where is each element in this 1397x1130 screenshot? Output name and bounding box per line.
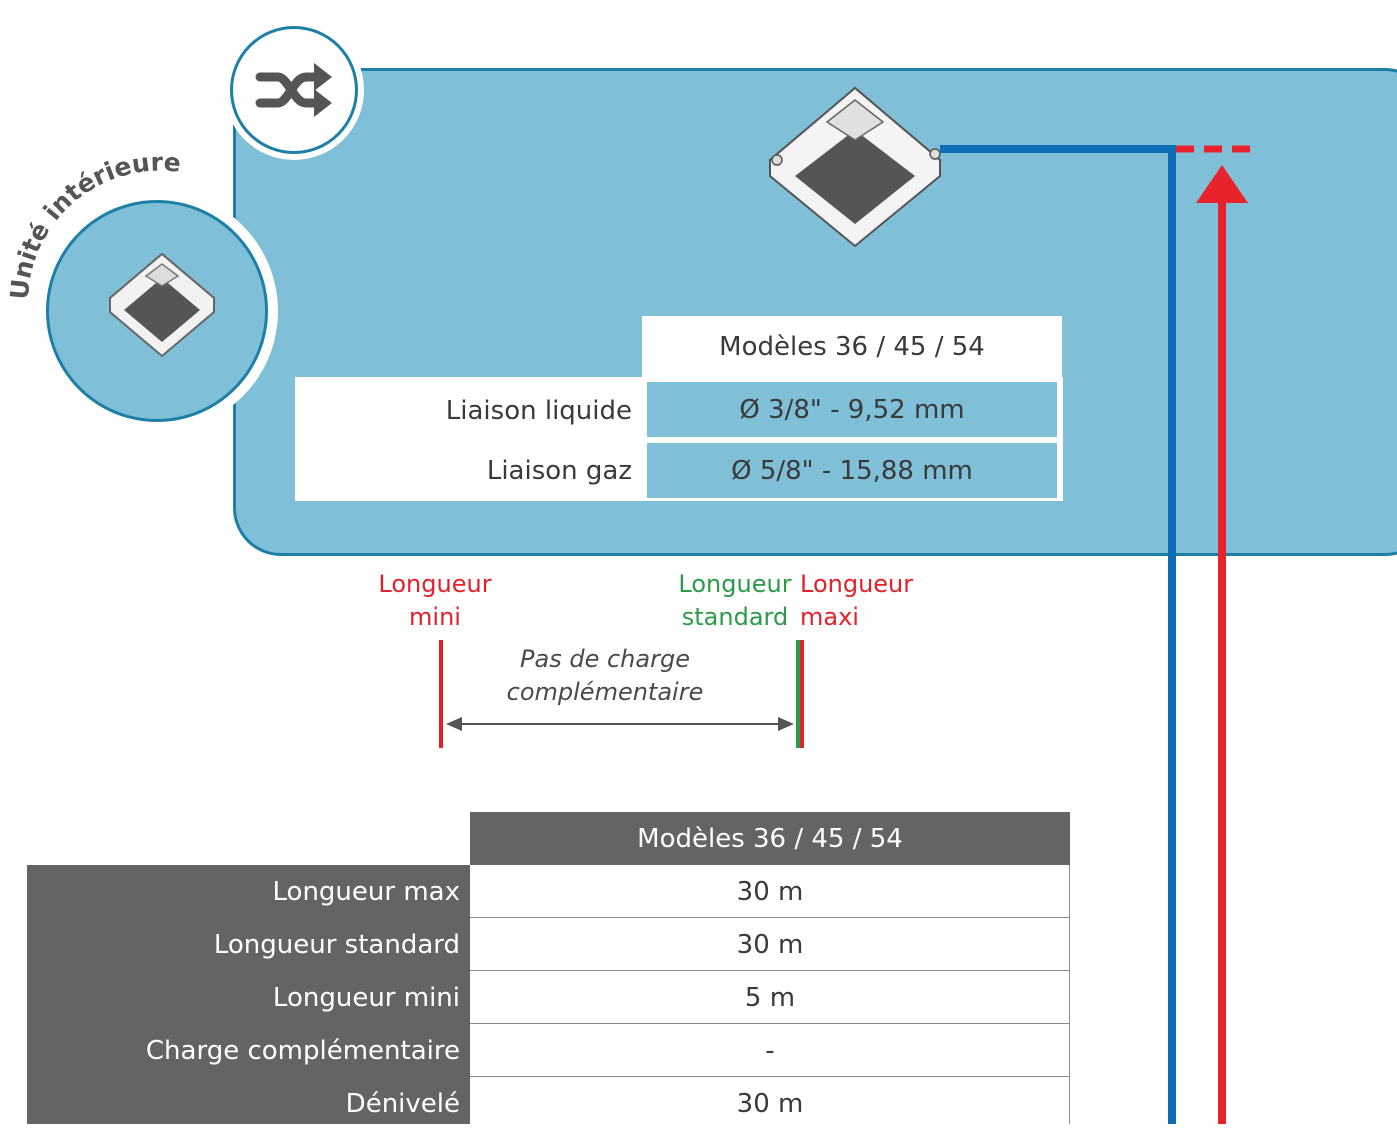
gas-line-value: Ø 5/8" - 15,88 mm [647,443,1057,498]
cassette-unit-icon [768,86,942,248]
gas-line-label: Liaison gaz [486,456,632,486]
svg-text:Unité intérieure: Unité intérieure [5,147,182,300]
mini-length-label: Longueur mini [378,570,492,631]
zone-title: Unité intérieure [5,147,182,300]
spec-label-min-length: Longueur mini [272,983,460,1013]
specs-table-border [470,865,1070,1124]
specs-label-column [27,865,470,1124]
spec-value-height-difference: 30 m [470,1078,1070,1130]
spec-value-additional-charge: - [470,1025,1070,1077]
spec-value-standard-length: 30 m [470,919,1070,971]
spec-label-max-length: Longueur max [272,877,460,907]
spec-label-standard-length: Longueur standard [213,930,460,960]
indoor-unit-medallion [36,190,278,432]
charge-step-label: Pas de charge complémentaire [506,645,704,706]
maxi-length-label: Longueur maxi [800,570,914,631]
liquid-line-value: Ø 3/8" - 9,52 mm [647,382,1057,437]
specs-table-header: Modèles 36 / 45 / 54 [470,812,1070,865]
standard-length-label: Longueur standard [678,570,792,631]
spec-value-min-length: 5 m [470,972,1070,1024]
spec-label-height-difference: Dénivelé [345,1089,460,1119]
shuffle-icon [255,63,332,117]
zone-title-text: Unité intérieure [5,147,182,300]
spec-value-max-length: 30 m [470,866,1070,918]
connection-table-header: Modèles 36 / 45 / 54 [642,316,1062,378]
liquid-line-label: Liaison liquide [445,396,632,426]
cassette-unit-icon [108,252,216,358]
shuffle-badge [224,20,364,160]
spec-label-additional-charge: Charge complémentaire [145,1036,460,1066]
